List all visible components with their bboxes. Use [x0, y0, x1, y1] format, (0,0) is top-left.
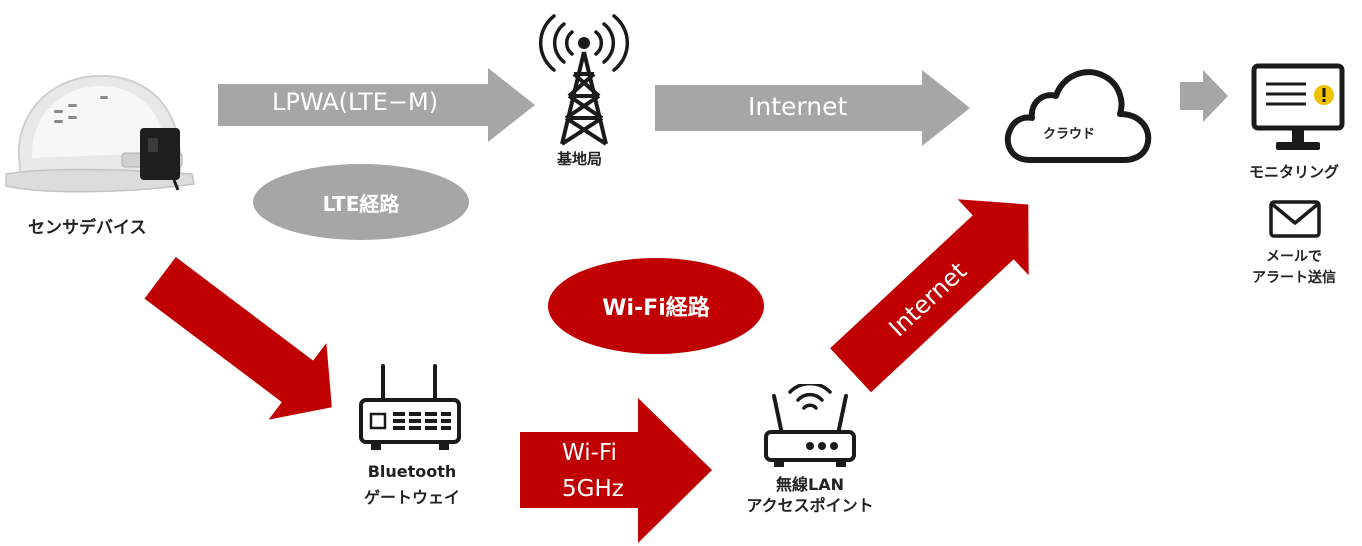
mail-icon — [1269, 200, 1321, 238]
wifi-label-line1: Wi-Fi — [562, 440, 617, 466]
wifi-route-badge: Wi-Fi経路 — [548, 258, 764, 354]
internet-top-arrow — [655, 70, 970, 146]
router-icon — [764, 384, 856, 467]
lte-route-badge: LTE経路 — [253, 164, 469, 240]
wifi-arrow — [520, 398, 712, 543]
cloud-to-monitor-arrow — [1180, 70, 1228, 122]
mail-alert-label-line2: アラート送信 — [1252, 270, 1336, 286]
wlan-ap-label-line1: 無線LAN — [776, 475, 844, 494]
lpwa-label: LPWA(LTE−M) — [272, 88, 439, 116]
wifi-route-label: Wi-Fi経路 — [602, 296, 710, 321]
gateway-icon — [359, 364, 461, 450]
cloud-icon — [1004, 69, 1152, 163]
monitoring-label: モニタリング — [1249, 163, 1340, 181]
cloud-label: クラウド — [1043, 127, 1096, 142]
wlan-ap-label-line2: アクセスポイント — [746, 496, 874, 515]
internet-top-label: Internet — [748, 92, 848, 121]
mail-alert-label-line1: メールで — [1266, 249, 1322, 265]
base-station-label: 基地局 — [557, 150, 603, 168]
helmet-icon — [5, 74, 195, 193]
monitor-alert-icon — [1251, 63, 1345, 150]
wifi-label-line2: 5GHz — [562, 476, 624, 502]
bluetooth-arrow — [144, 257, 332, 420]
antenna-tower-icon — [538, 14, 630, 146]
internet-diag-arrow — [830, 199, 1029, 393]
sensor-device-label: センサデバイス — [28, 218, 147, 238]
bt-gateway-label-line1: Bluetooth — [367, 462, 457, 481]
lte-route-label: LTE経路 — [322, 191, 400, 216]
lpwa-arrow — [218, 68, 535, 142]
bt-gateway-label-line2: ゲートウェイ — [363, 488, 460, 507]
